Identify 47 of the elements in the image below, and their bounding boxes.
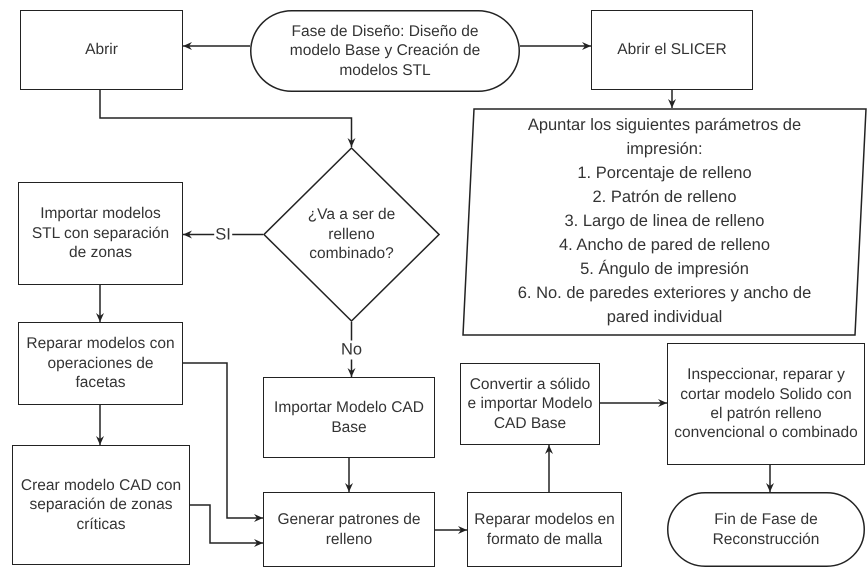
list-item: 1. Porcentaje de relleno: [577, 163, 752, 184]
process-box: [263, 492, 435, 567]
arrow: [345, 458, 353, 492]
list-item: 5. Ángulo de impresión: [580, 258, 749, 280]
arrow: [190, 504, 263, 547]
arrow: [435, 526, 467, 534]
arrow: [545, 445, 553, 492]
process-box: [591, 10, 753, 90]
arrow: [99, 90, 356, 147]
node-text: Importar modelos STL con separación de zonas: [30, 204, 170, 263]
node-text: Abrir el SLICER: [616, 40, 728, 60]
node-text: Generar patrones de relleno: [276, 510, 422, 549]
data-parallelogram: [462, 108, 867, 336]
node-text: Abrir: [84, 40, 119, 60]
node-text: Fin de Fase de Reconstrucción: [712, 510, 820, 549]
process-box: [20, 10, 183, 90]
process-box: [12, 445, 190, 565]
process-box: [667, 343, 865, 465]
process-box: [467, 492, 622, 567]
node-text: ¿Va a ser de relleno combinado?: [306, 205, 396, 264]
node-text: Inspeccionar, reparar y cortar modelo Solido con el patrón relleno convencional o combinado: [673, 365, 859, 443]
list-item: 4. Ancho de pared de relleno: [559, 234, 770, 256]
heading-text: Apuntar los siguientes parámetros de impresión:: [526, 115, 802, 160]
arrow: [183, 362, 263, 522]
node-text: Importar Modelo CAD Base: [273, 398, 425, 437]
decision-diamond: [263, 147, 440, 322]
edge-label: No: [340, 340, 364, 359]
list-item: 6. No. de paredes exteriores y ancho de pared individual: [516, 282, 812, 328]
list-item: 2. Patrón de relleno: [592, 187, 736, 208]
arrow: [520, 42, 591, 50]
node-text: Reparar modelos con operaciones de facetas: [25, 334, 176, 393]
process-box: [460, 363, 600, 445]
arrow: [96, 405, 104, 445]
node-text: Crear modelo CAD con separación de zonas críticas: [20, 476, 182, 534]
node-text: Convertir a sólido e importar Modelo CAD Base: [466, 374, 594, 434]
node-text: Reparar modelos en formato de malla: [473, 510, 616, 549]
process-box: [18, 182, 183, 285]
arrow: [183, 230, 263, 238]
arrow: [668, 90, 676, 108]
process-box: [18, 322, 183, 405]
arrow: [600, 399, 667, 407]
arrow: [96, 285, 104, 322]
process-box: [263, 377, 435, 458]
arrow: [766, 465, 774, 492]
arrow: [183, 42, 250, 50]
node-text: Fase de Diseño: Diseño de modelo Base y Creación de modelos STL: [288, 22, 482, 80]
list-item: 3. Largo de linea de relleno: [564, 211, 764, 232]
